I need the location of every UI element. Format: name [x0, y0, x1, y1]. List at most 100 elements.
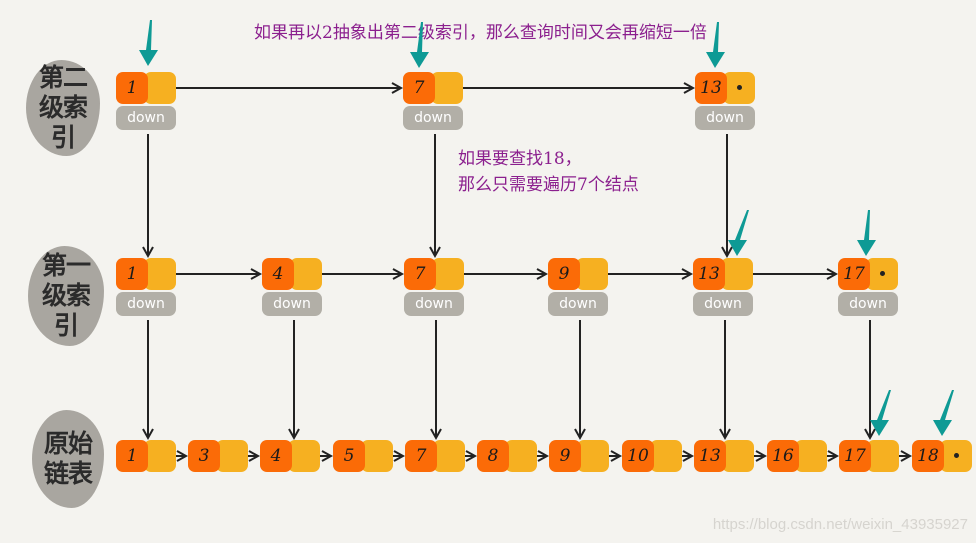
node-next-pointer: [866, 258, 898, 290]
node-key: 8: [477, 440, 509, 472]
down-arrowhead-L1-13: [719, 428, 731, 441]
next-arrowhead-L0-17: [900, 450, 913, 462]
node-key: 4: [262, 258, 294, 290]
node-key: 7: [405, 440, 437, 472]
next-arrowhead-L0-9: [610, 450, 623, 462]
next-arrowhead-L0-16: [827, 450, 840, 462]
level0-node-4: 4: [260, 440, 320, 472]
level2-label: 第二级索引: [38, 63, 88, 152]
down-arrowhead-L1-17: [864, 428, 876, 441]
search-path-marker-icon: [139, 20, 158, 66]
node-down-pointer: down: [838, 292, 898, 316]
node-key: 13: [695, 72, 727, 104]
node-next-pointer: [288, 440, 320, 472]
level0-label-blob: 原始链表: [32, 410, 104, 508]
node-next-pointer: [432, 258, 464, 290]
node-down-pointer: down: [262, 292, 322, 316]
level0-node-3: 3: [188, 440, 248, 472]
node-next-pointer: [940, 440, 972, 472]
next-arrowhead-L0-13: [755, 450, 768, 462]
node-key: 1: [116, 72, 148, 104]
down-arrowhead-L2-13: [721, 246, 733, 259]
node-next-pointer: [576, 258, 608, 290]
search-path-marker-icon: [870, 390, 891, 436]
node-key: 18: [912, 440, 944, 472]
next-arrowhead-L0-10: [682, 450, 695, 462]
search-path-marker-icon: [728, 210, 749, 256]
node-next-pointer: [723, 72, 755, 104]
node-next-pointer: [361, 440, 393, 472]
down-arrowhead-L1-4: [288, 428, 300, 441]
node-key: 3: [188, 440, 220, 472]
node-next-pointer: [577, 440, 609, 472]
node-key: 13: [693, 258, 725, 290]
level0-node-1: 1: [116, 440, 176, 472]
down-arrowhead-L1-1: [142, 428, 154, 441]
node-down-pointer: down: [116, 292, 176, 316]
node-key: 5: [333, 440, 365, 472]
next-arrowhead-L1-4: [392, 268, 405, 280]
node-next-pointer: [722, 440, 754, 472]
down-arrowhead-L2-1: [142, 246, 154, 259]
next-arrowhead-L0-5: [393, 450, 406, 462]
node-next-pointer: [144, 258, 176, 290]
node-key: 7: [403, 72, 435, 104]
node-down-pointer: down: [548, 292, 608, 316]
node-next-pointer: [431, 72, 463, 104]
null-pointer-icon: [737, 85, 742, 90]
level0-node-8: 8: [477, 440, 537, 472]
node-down-pointer: down: [116, 106, 176, 130]
level0-node-5: 5: [333, 440, 393, 472]
node-next-pointer: [721, 258, 753, 290]
next-arrowhead-L0-8: [537, 450, 550, 462]
next-arrowhead-L1-1: [250, 268, 263, 280]
node-key: 16: [767, 440, 799, 472]
level1-label-blob: 第一级索引: [28, 246, 104, 346]
caption-middle-line2: 那么只需要遍历7个结点: [458, 175, 639, 195]
level0-label: 原始链表: [43, 429, 93, 488]
watermark: https://blog.csdn.net/weixin_43935927: [712, 516, 968, 533]
search-path-marker-icon: [857, 210, 876, 256]
next-arrowhead-L2-7: [683, 82, 696, 94]
node-next-pointer: [505, 440, 537, 472]
level0-node-9: 9: [549, 440, 609, 472]
level0-node-7: 7: [405, 440, 465, 472]
level0-node-16: 16: [767, 440, 827, 472]
down-arrowhead-L2-7: [429, 246, 441, 259]
node-key: 7: [404, 258, 436, 290]
node-next-pointer: [290, 258, 322, 290]
search-path-marker-icon: [706, 22, 725, 68]
node-key: 1: [116, 258, 148, 290]
node-down-pointer: down: [404, 292, 464, 316]
next-arrowhead-L0-1: [176, 450, 189, 462]
null-pointer-icon: [880, 271, 885, 276]
next-arrowhead-L1-7: [536, 268, 549, 280]
node-next-pointer: [144, 72, 176, 104]
caption-middle-line1: 如果要查找18，: [458, 149, 582, 169]
node-next-pointer: [867, 440, 899, 472]
node-next-pointer: [795, 440, 827, 472]
node-key: 9: [548, 258, 580, 290]
caption-top: 如果再以2抽象出第二级索引，那么查询时间又会再缩短一倍: [254, 23, 707, 43]
node-key: 17: [838, 258, 870, 290]
level2-label-blob: 第二级索引: [26, 60, 100, 156]
node-next-pointer: [650, 440, 682, 472]
node-key: 10: [622, 440, 654, 472]
node-key: 17: [839, 440, 871, 472]
node-down-pointer: down: [693, 292, 753, 316]
down-arrowhead-L1-9: [574, 428, 586, 441]
level0-node-17: 17: [839, 440, 899, 472]
down-arrowhead-L1-7: [430, 428, 442, 441]
next-arrowhead-L0-7: [465, 450, 478, 462]
